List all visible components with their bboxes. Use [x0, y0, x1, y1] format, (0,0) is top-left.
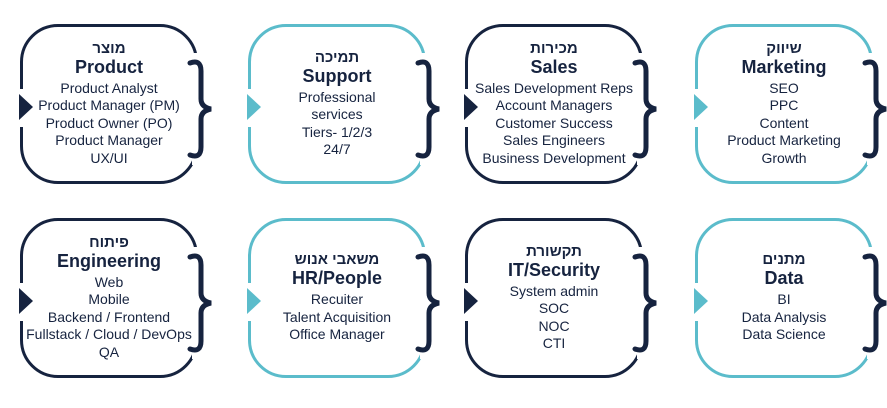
triangle-pointer-icon: [464, 288, 478, 314]
role-item: Content: [759, 114, 809, 131]
role-item: Tiers- 1/2/3: [301, 123, 373, 140]
role-item: Product Owner (PO): [45, 114, 173, 131]
box-title: Engineering: [56, 250, 161, 271]
border-gap: [867, 247, 875, 359]
box-title: Support: [302, 65, 372, 86]
hebrew-title: משאבי אנוש: [294, 251, 380, 269]
curly-brace-icon: [415, 253, 440, 353]
triangle-pointer-icon: [694, 288, 708, 314]
hebrew-title: מכירות: [530, 39, 578, 57]
border-gap: [192, 53, 200, 165]
hebrew-title: פיתוח: [89, 233, 129, 251]
triangle-pointer-icon: [247, 94, 261, 120]
curly-brace-icon: [862, 253, 887, 353]
box-title: Sales: [530, 56, 578, 77]
role-item: UX/UI: [90, 149, 128, 166]
role-item: Customer Success: [495, 114, 613, 131]
box-title: Product: [74, 56, 143, 77]
role-item: SEO: [769, 79, 799, 96]
role-item: SOC: [538, 300, 570, 316]
curly-brace-icon: [632, 59, 657, 159]
role-item: Product Analyst: [60, 79, 158, 96]
role-item: Fullstack / Cloud / DevOps: [26, 326, 192, 343]
role-item: Mobile: [88, 291, 130, 308]
hebrew-title: שיווק: [766, 39, 802, 57]
border-gap: [637, 53, 645, 165]
role-item: Professional: [298, 88, 376, 105]
hebrew-title: תקשורת: [526, 242, 582, 260]
role-item: Data Science: [742, 326, 826, 343]
role-item: Web: [94, 273, 124, 290]
role-item: Talent Acquisition: [282, 308, 392, 325]
curly-brace-icon: [415, 59, 440, 159]
role-item: 24/7: [323, 141, 351, 157]
triangle-pointer-icon: [247, 288, 261, 314]
triangle-pointer-icon: [464, 94, 478, 120]
border-gap: [867, 53, 875, 165]
role-item: System admin: [509, 282, 599, 299]
role-item: Backend / Frontend: [47, 308, 171, 325]
role-item: Product Marketing: [727, 132, 841, 149]
border-gap: [420, 247, 428, 359]
role-item: PPC: [769, 97, 799, 114]
role-item: CTI: [542, 335, 566, 351]
curly-brace-icon: [632, 253, 657, 353]
role-item: Data Analysis: [741, 308, 827, 325]
box-title: HR/People: [291, 268, 383, 289]
curly-brace-icon: [862, 59, 887, 159]
role-item: services: [311, 106, 363, 122]
role-item: Product Manager (PM): [38, 97, 180, 114]
border-gap: [420, 53, 428, 165]
hebrew-title: מתנים: [762, 251, 806, 269]
triangle-pointer-icon: [19, 94, 33, 120]
role-item: BI: [777, 291, 791, 308]
triangle-pointer-icon: [19, 288, 33, 314]
role-item: Product Manager: [55, 132, 163, 149]
role-item: Business Development: [482, 149, 626, 166]
role-item: NOC: [538, 317, 570, 334]
box-title: IT/Security: [507, 259, 601, 280]
role-item: Sales Development Reps: [475, 79, 633, 96]
role-item: Recuiter: [310, 291, 364, 308]
curly-brace-icon: [187, 253, 212, 353]
hebrew-title: מוצר: [92, 39, 126, 57]
role-item: Sales Engineers: [503, 132, 605, 149]
role-item: Account Managers: [495, 97, 613, 114]
role-item: Office Manager: [289, 326, 385, 343]
role-item: Growth: [761, 149, 807, 166]
role-item: QA: [98, 343, 120, 360]
hebrew-title: תמיכה: [314, 48, 360, 66]
box-title: Data: [764, 268, 804, 289]
border-gap: [192, 247, 200, 359]
curly-brace-icon: [187, 59, 212, 159]
triangle-pointer-icon: [694, 94, 708, 120]
border-gap: [637, 247, 645, 359]
box-title: Marketing: [741, 56, 827, 77]
